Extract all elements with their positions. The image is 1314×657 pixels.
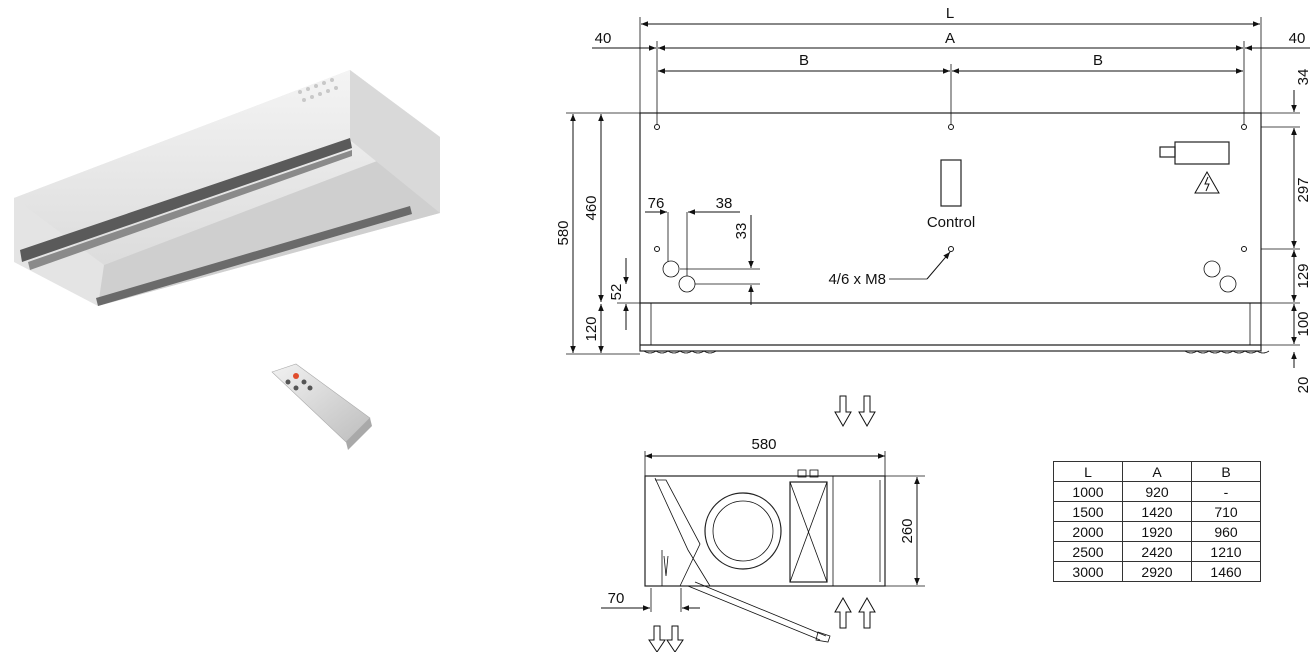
- dim-33: 33: [733, 223, 750, 240]
- dim-38: 38: [716, 195, 733, 212]
- dimension-table: L A B 1000 920 - 1500 1420 710 2000 1920…: [1053, 461, 1261, 582]
- table-cell: 2420: [1122, 541, 1192, 562]
- table-cell: 920: [1122, 481, 1192, 502]
- table-row: 1500 1420 710: [1053, 501, 1261, 522]
- fan-housing: [704, 492, 782, 570]
- heating-coil: [789, 481, 828, 583]
- dim-76: 76: [648, 195, 665, 212]
- bolt-spec-label: 4/6 x M8: [828, 271, 886, 288]
- remote-holder: [687, 581, 831, 643]
- table-row: 2000 1920 960: [1053, 521, 1261, 542]
- bottom-grille: [96, 206, 412, 306]
- table-cell: 1920: [1122, 521, 1192, 542]
- table-cell: -: [1191, 481, 1261, 502]
- dim-70: 70: [608, 590, 625, 607]
- table-cell: 2920: [1122, 561, 1192, 582]
- cable-entry-hole: [678, 275, 696, 293]
- dim-B-left: B: [799, 52, 809, 69]
- unit-body-outline: [639, 112, 1262, 352]
- section-outline: [644, 475, 886, 587]
- table-cell: 960: [1191, 521, 1261, 542]
- table-header-cell: A: [1122, 461, 1192, 482]
- dim-100: 100: [1295, 311, 1312, 336]
- cable-entry-hole: [1219, 275, 1237, 293]
- table-row: 3000 2920 1460: [1053, 561, 1261, 582]
- cable-entry-hole: [1203, 260, 1221, 278]
- table-cell: 1420: [1122, 501, 1192, 522]
- table-cell: 1210: [1191, 541, 1261, 562]
- top-grille: [20, 138, 352, 262]
- table-cell: 3000: [1053, 561, 1123, 582]
- dim-260: 260: [899, 518, 916, 543]
- air-curtain-unit-render: [14, 70, 440, 306]
- dim-129: 129: [1295, 263, 1312, 288]
- cable-entry-hole: [662, 260, 680, 278]
- remote-control-render: [271, 363, 372, 450]
- dim-580: 580: [555, 220, 572, 245]
- dim-A: A: [945, 30, 955, 47]
- table-cell: 2000: [1053, 521, 1123, 542]
- dim-B-right: B: [1093, 52, 1103, 69]
- table-header-cell: B: [1191, 461, 1261, 482]
- dim-20: 20: [1295, 377, 1312, 394]
- dim-52: 52: [608, 284, 625, 301]
- dim-left-offset: 40: [595, 30, 612, 47]
- power-terminal-box: [1174, 141, 1230, 165]
- dim-side-580: 580: [751, 436, 776, 453]
- table-cell: 1460: [1191, 561, 1261, 582]
- dim-L: L: [946, 5, 954, 22]
- fan-impeller: [712, 500, 774, 562]
- mounting-holes: [654, 124, 1247, 252]
- side-section-drawing: 580 260 70: [601, 395, 925, 653]
- dim-297: 297: [1295, 177, 1312, 202]
- table-row: 2500 2420 1210: [1053, 541, 1261, 562]
- table-cell: 710: [1191, 501, 1261, 522]
- control-label: Control: [927, 214, 975, 231]
- airflow-intake-arrow-icon: [834, 596, 876, 629]
- table-cell: 1000: [1053, 481, 1123, 502]
- airflow-arrow-down-icon: [834, 395, 876, 428]
- front-view-drawing: Control 4/6 x M8 L A: [555, 5, 1312, 393]
- control-module: [940, 159, 962, 207]
- table-row: 1000 920 -: [1053, 481, 1261, 502]
- dim-34: 34: [1295, 69, 1312, 86]
- table-header-row: L A B: [1053, 461, 1261, 482]
- dim-460: 460: [583, 195, 600, 220]
- table-cell: 1500: [1053, 501, 1123, 522]
- dim-120: 120: [583, 316, 600, 341]
- airflow-out-arrow-icon: [648, 625, 684, 653]
- dim-right-offset: 40: [1289, 30, 1306, 47]
- electrical-hazard-icon: [1194, 170, 1220, 194]
- table-cell: 2500: [1053, 541, 1123, 562]
- table-header-cell: L: [1053, 461, 1123, 482]
- remote-power-button: [293, 373, 299, 379]
- bottom-grille-marks: [643, 350, 1270, 354]
